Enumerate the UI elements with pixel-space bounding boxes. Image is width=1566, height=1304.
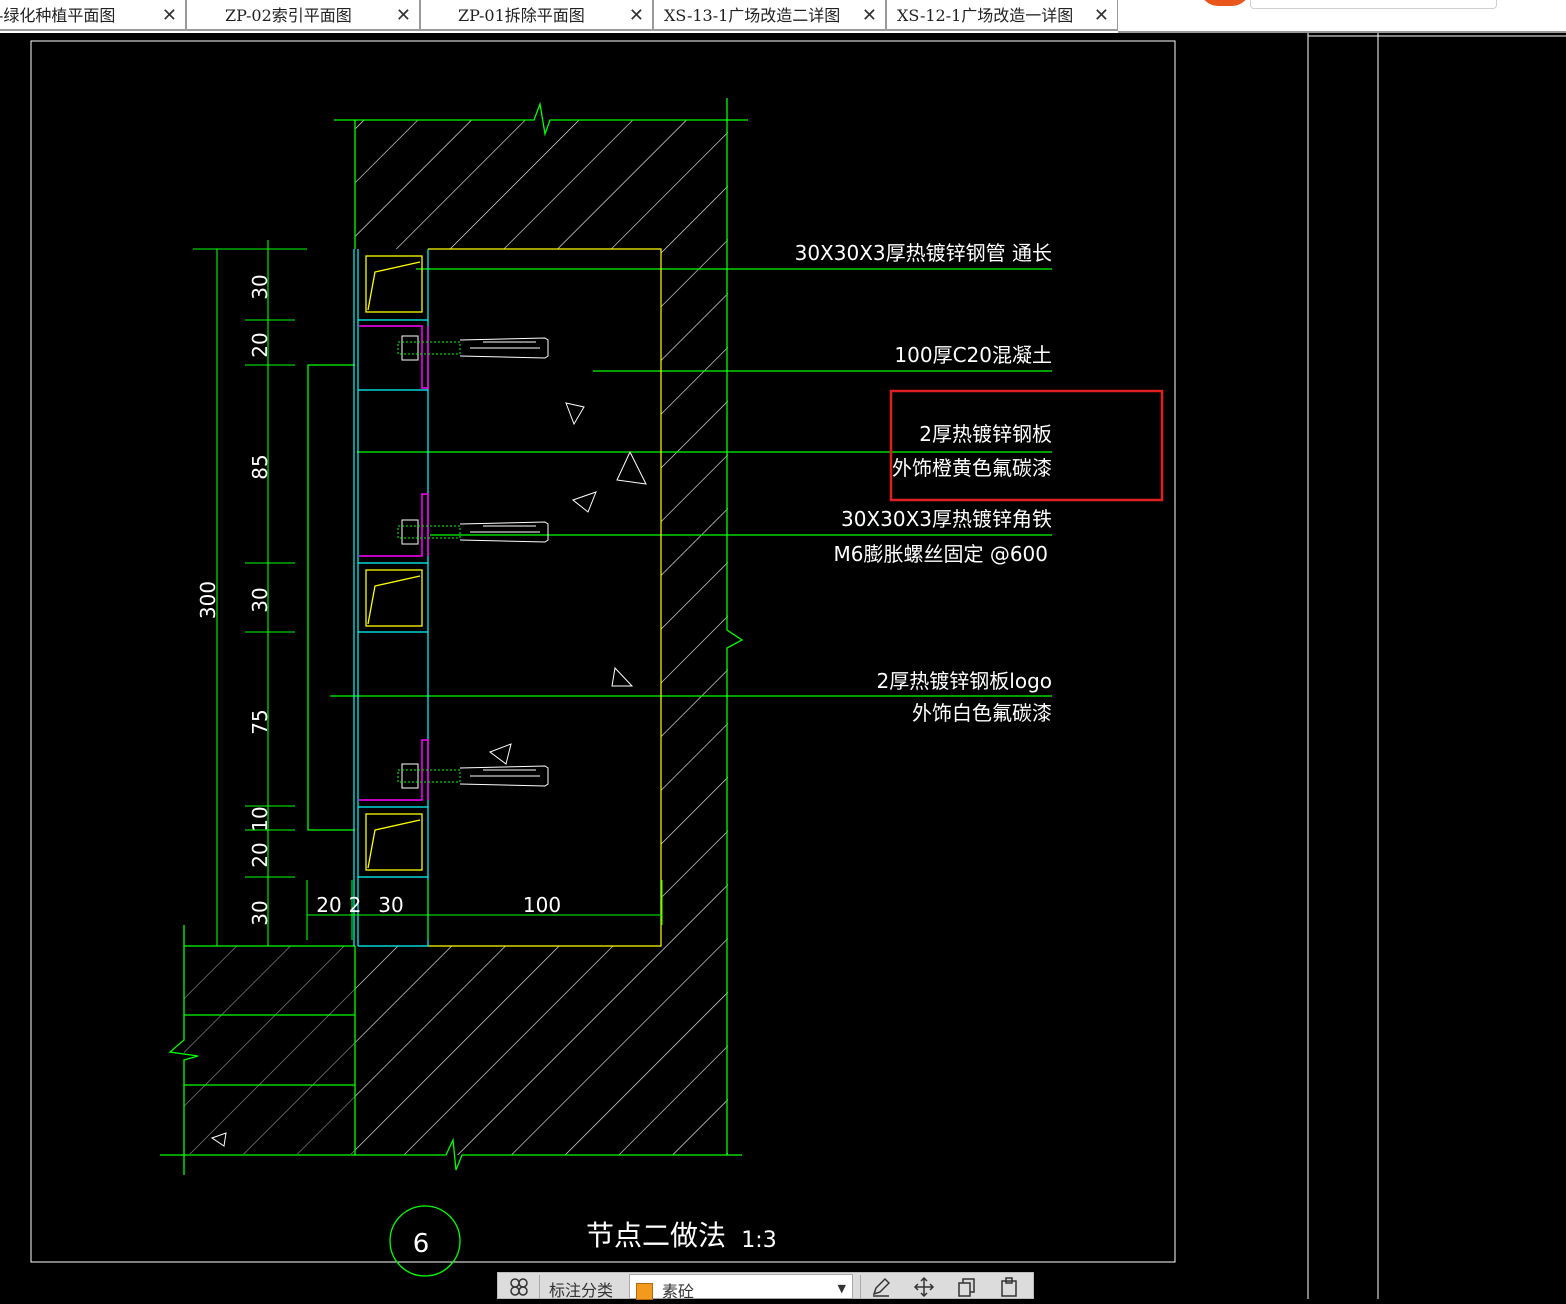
close-icon[interactable]: ✕ (1093, 5, 1109, 26)
annotation-angle-iron: 30X30X3厚热镀锌角铁 (841, 507, 1052, 531)
dim-text: 75 (248, 709, 272, 734)
category-select[interactable]: 素砼 ▼ (629, 1274, 853, 1301)
dim-text: 2 (349, 893, 362, 917)
dim-text: 30 (248, 274, 272, 299)
dim-text: 30 (378, 893, 403, 917)
close-icon[interactable]: ✕ (861, 5, 877, 26)
layers-icon[interactable] (508, 1276, 530, 1298)
tab-label: ZP-02索引平面图 (225, 6, 352, 25)
copy-icon[interactable] (956, 1276, 978, 1298)
horizontal-dimensions: 20 2 30 100 (316, 893, 561, 917)
drawing-tab-bar: -绿化种植平面图 ✕ ZP-02索引平面图 ✕ ZP-01拆除平面图 ✕ XS-… (0, 0, 1566, 33)
dim-text: 30 (248, 900, 272, 925)
tab-demolition-plan[interactable]: ZP-01拆除平面图 ✕ (421, 0, 654, 31)
vertical-dimensions: 30 20 85 30 75 10 20 30 300 (196, 274, 272, 925)
highlight-box (889, 389, 1164, 502)
node-circle (389, 1205, 461, 1277)
node-number: 6 (413, 1229, 430, 1259)
tab-plaza-detail-2[interactable]: XS-13-1广场改造二详图 ✕ (654, 0, 887, 31)
tab-index-plan[interactable]: ZP-02索引平面图 ✕ (187, 0, 421, 31)
annotation-toolbar: 标注分类 素砼 ▼ (497, 1272, 1034, 1301)
toolbar-separator (860, 1275, 861, 1299)
tab-greening-plan[interactable]: -绿化种植平面图 ✕ (0, 0, 187, 31)
close-icon[interactable]: ✕ (395, 5, 411, 26)
annotations: 30X30X3厚热镀锌钢管 通长 100厚C20混凝土 2厚热镀锌钢板 外饰橙黄… (795, 241, 1052, 725)
dim-text: 20 (248, 332, 272, 357)
dimension-lines (193, 240, 663, 947)
cad-canvas[interactable]: 30 20 85 30 75 10 20 30 300 20 2 30 100 … (0, 33, 1566, 1299)
annotation-logo-plate: 2厚热镀锌钢板logo (877, 669, 1052, 693)
dim-text: 30 (248, 587, 272, 612)
dim-text: 85 (248, 454, 272, 479)
sheet-frame (30, 33, 1566, 1299)
category-label: 标注分类 (549, 1281, 614, 1300)
angle-irons (359, 325, 429, 801)
dim-text: 20 (316, 893, 341, 917)
edit-icon[interactable] (870, 1276, 892, 1298)
annotation-orange-plate: 2厚热镀锌钢板 (919, 422, 1052, 446)
annotation-logo-finish: 外饰白色氟碳漆 (912, 701, 1052, 725)
color-swatch (636, 1283, 653, 1300)
move-icon[interactable] (913, 1276, 935, 1298)
close-icon[interactable]: ✕ (161, 5, 177, 26)
close-icon[interactable]: ✕ (628, 5, 644, 26)
tab-label: -绿化种植平面图 (0, 6, 116, 25)
tab-label: XS-12-1广场改造一详图 (897, 6, 1074, 25)
tab-label: XS-13-1广场改造二详图 (664, 6, 841, 25)
chevron-down-icon: ▼ (837, 1282, 846, 1295)
tab-plaza-detail-1[interactable]: XS-12-1广场改造一详图 ✕ (887, 0, 1119, 31)
search-box[interactable] (1250, 0, 1497, 9)
dim-text: 100 (523, 893, 561, 917)
node-scale: 1:3 (741, 1228, 776, 1253)
category-selected-text: 素砼 (662, 1282, 695, 1301)
annotation-concrete: 100厚C20混凝土 (894, 343, 1052, 367)
paste-icon[interactable] (998, 1276, 1020, 1298)
dim-text: 10 (248, 806, 272, 831)
steel-tubes (365, 255, 423, 871)
concrete-slab (210, 248, 662, 1147)
annotation-steel-pipe: 30X30X3厚热镀锌钢管 通长 (795, 241, 1052, 265)
wall-hatch (184, 120, 728, 1155)
tab-label: ZP-01拆除平面图 (458, 6, 585, 25)
dim-total-text: 300 (196, 581, 220, 619)
node-title: 节点二做法 (586, 1219, 726, 1252)
annotation-orange-finish: 外饰橙黄色氟碳漆 (892, 456, 1052, 480)
dim-text: 20 (248, 842, 272, 867)
app-logo-icon (1200, 0, 1250, 6)
anchor-bolts (397, 335, 549, 789)
annotation-bolt: M6膨胀螺丝固定 @600 (833, 542, 1048, 566)
node-title-block: 6 节点二做法 1:3 (389, 1205, 777, 1277)
toolbar-separator (539, 1275, 540, 1299)
